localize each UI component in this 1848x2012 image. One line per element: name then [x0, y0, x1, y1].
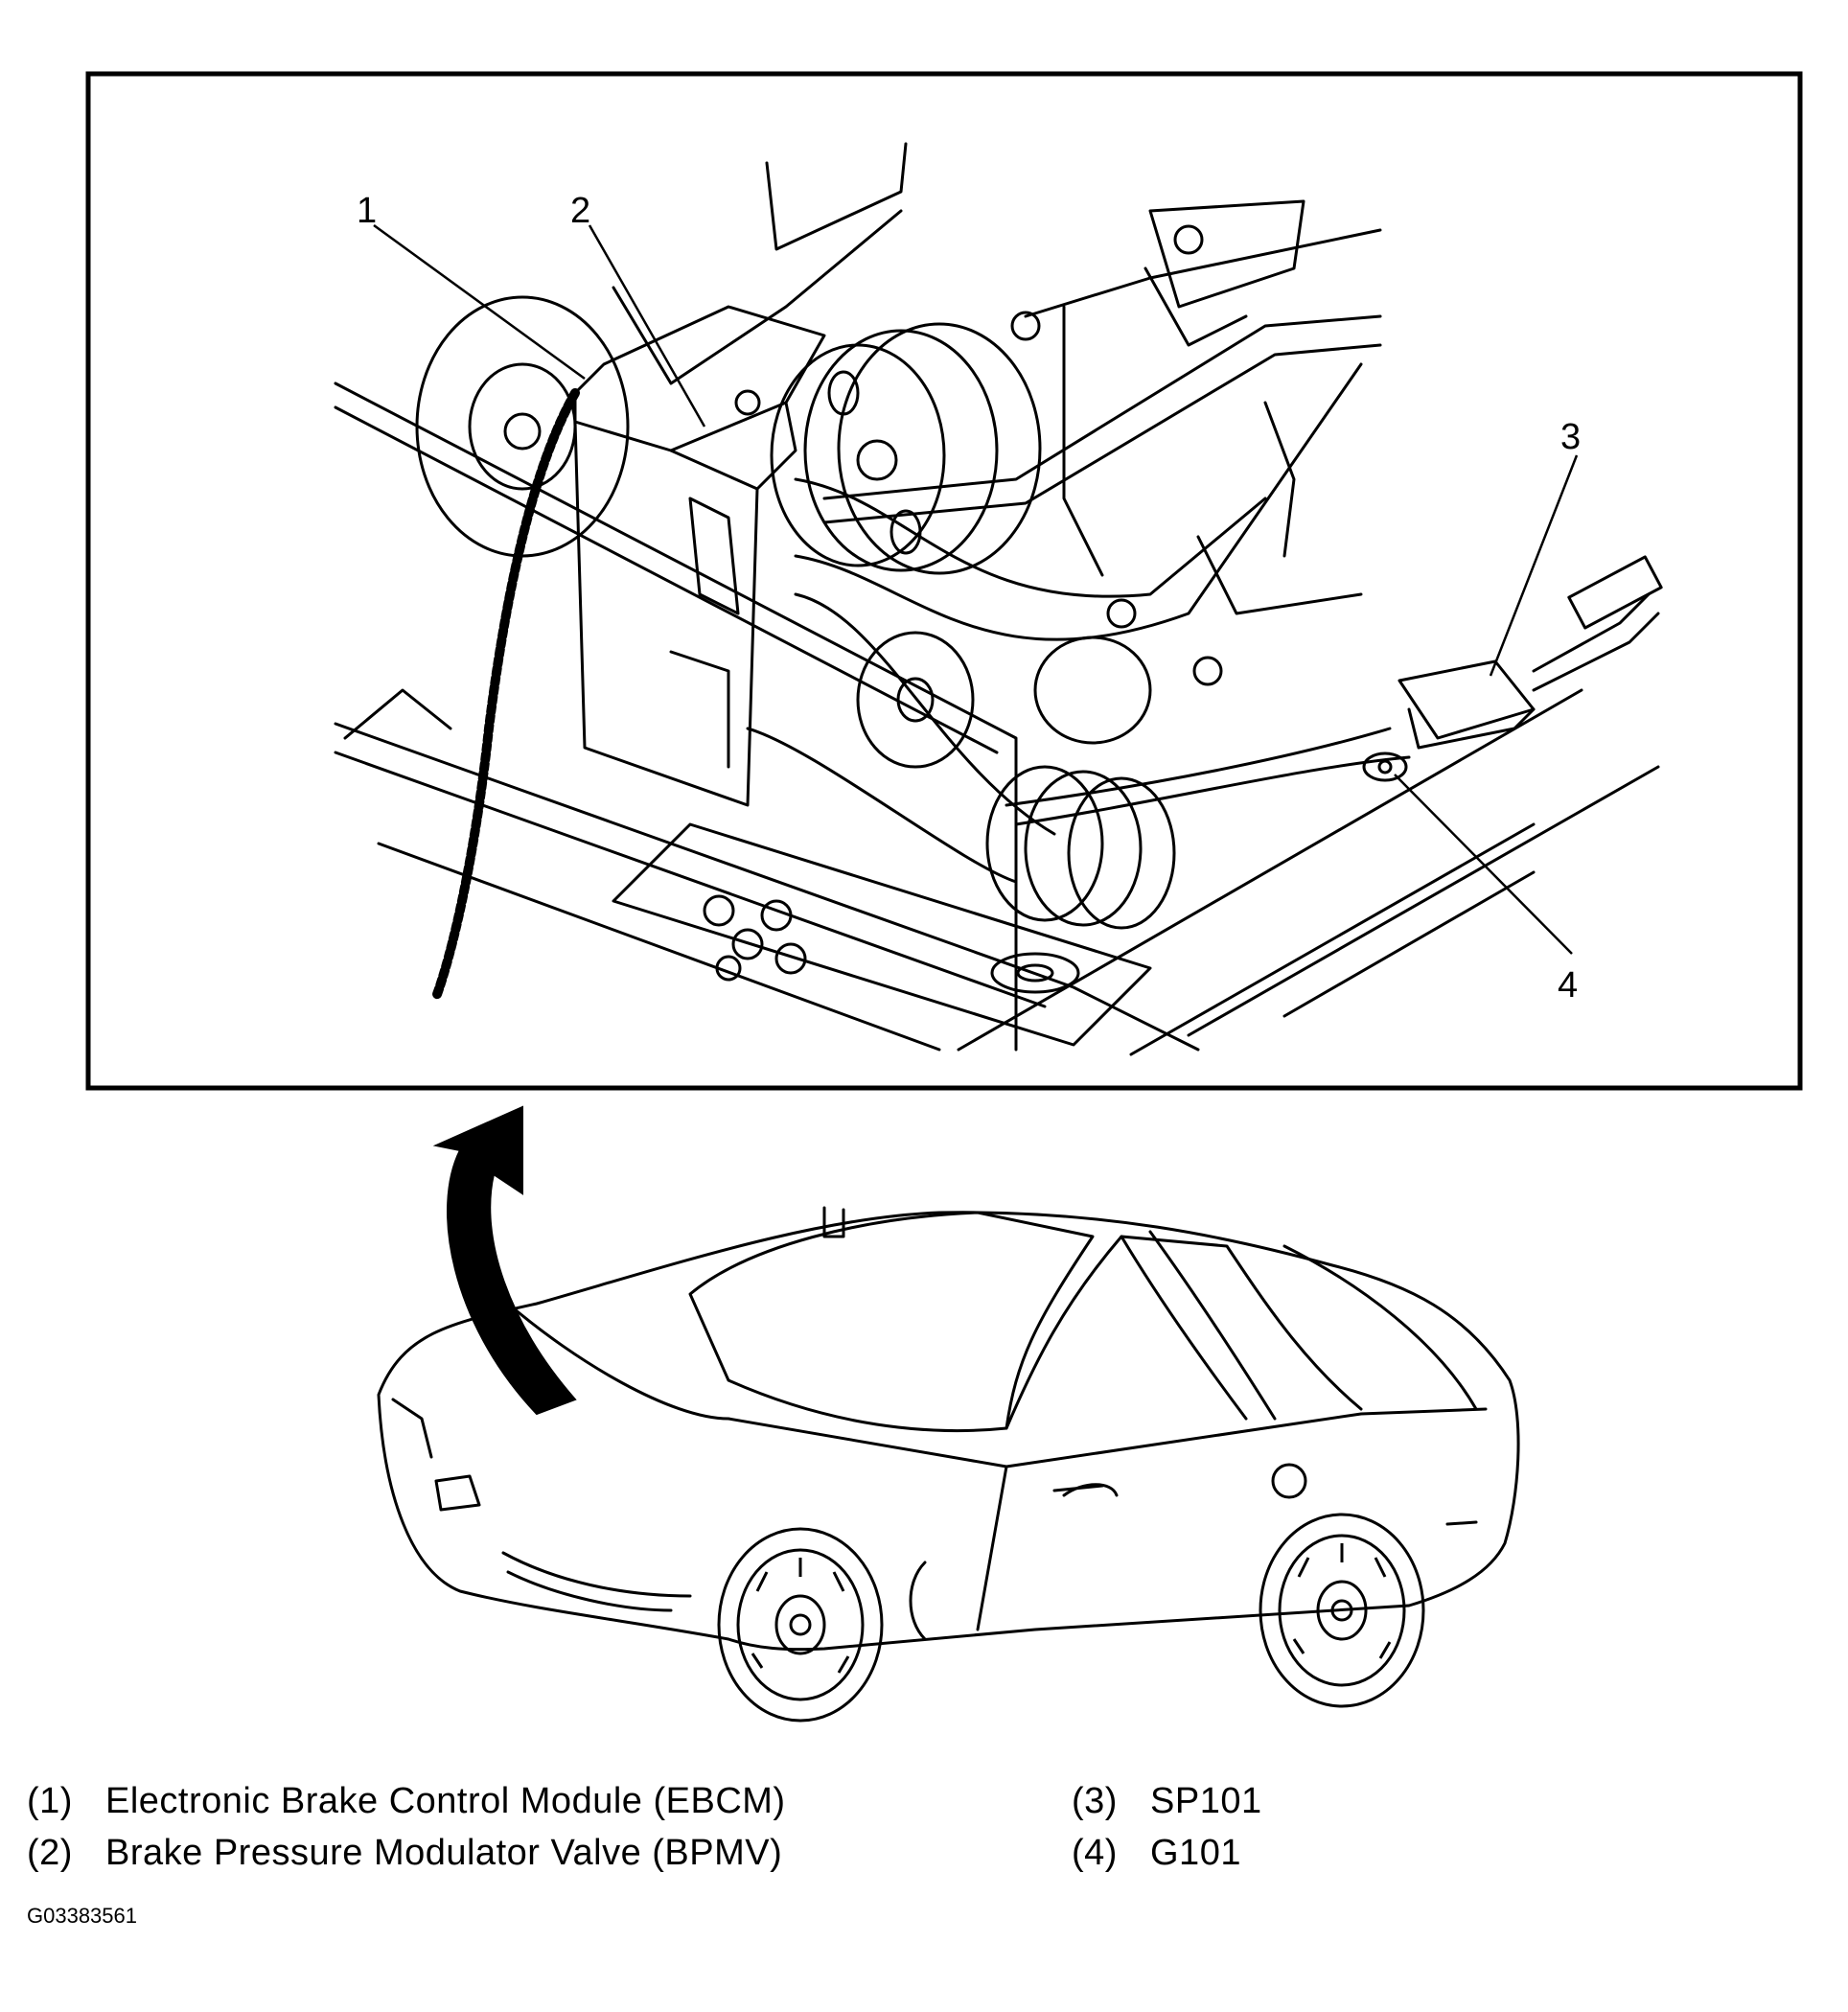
legend-number: (4)	[1072, 1833, 1118, 1873]
legend-label: SP101	[1150, 1781, 1262, 1821]
figure-id: G03383561	[27, 1904, 137, 1928]
callout-4: 4	[1558, 965, 1578, 1006]
legend-label: G101	[1150, 1833, 1241, 1873]
engine-bay-illustration	[334, 142, 1663, 1056]
callout-leaders	[373, 223, 1579, 955]
legend-label: Brake Pressure Modulator Valve (BPMV)	[105, 1833, 783, 1873]
legend-number: (2)	[27, 1833, 73, 1873]
legend-number: (1)	[27, 1781, 73, 1821]
legend-item-4: (4) G101	[1072, 1833, 1241, 1874]
front-wheel	[717, 1527, 884, 1723]
location-arrow	[432, 1105, 577, 1416]
rear-wheel	[1259, 1513, 1425, 1708]
legend-item-1: (1) Electronic Brake Control Module (EBCM…	[27, 1781, 786, 1822]
callout-1: 1	[357, 191, 377, 231]
callout-3: 3	[1560, 417, 1581, 457]
vehicle-illustration	[377, 1206, 1520, 1652]
legend-item-2: (2) Brake Pressure Modulator Valve (BPMV)	[27, 1833, 782, 1874]
legend-number: (3)	[1072, 1781, 1118, 1821]
legend-label: Electronic Brake Control Module (EBCM)	[105, 1781, 786, 1821]
legend-item-3: (3) SP101	[1072, 1781, 1262, 1822]
callout-2: 2	[570, 191, 590, 231]
detail-inset-frame	[85, 71, 1803, 1091]
